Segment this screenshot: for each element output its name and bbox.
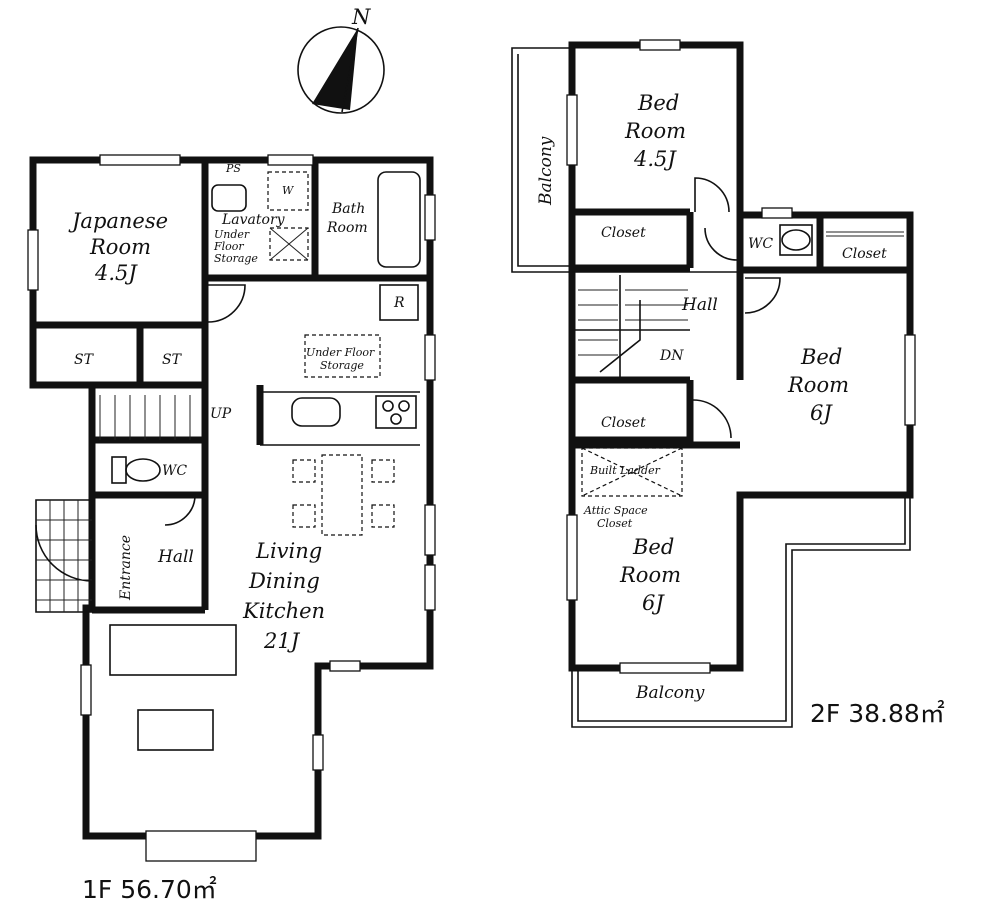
under-floor-label-2: Floor — [213, 240, 244, 253]
bathtub — [377, 171, 421, 268]
coffee-table — [137, 709, 214, 751]
underfloor-storage-hatch — [304, 334, 381, 378]
hall-label-1f: Hall — [157, 547, 194, 567]
washer-space — [267, 171, 309, 211]
closet-c-label: Closet — [601, 415, 646, 431]
refrigerator — [379, 284, 419, 321]
refrigerator-label: R — [393, 295, 405, 311]
washbasin — [211, 184, 247, 212]
attic-label-1: Attic Space — [583, 504, 648, 517]
balcony-top-rail — [511, 47, 572, 273]
built-ladder-label: Built Ladder — [589, 464, 661, 477]
stove-icon — [375, 395, 417, 429]
floor1-outer-wall — [29, 156, 434, 840]
bath-room-label-2: Room — [326, 220, 368, 236]
wc-label-1f: WC — [162, 463, 187, 479]
bed3-label-2: Room — [619, 563, 681, 587]
sink — [291, 397, 341, 427]
underfloor-storage-label-1: Under Floor — [306, 346, 375, 359]
entrance-porch — [35, 499, 93, 613]
under-floor-label-3: Storage — [214, 252, 258, 265]
toilet-2f-icon — [781, 229, 811, 251]
attic-label-2: Closet — [597, 517, 633, 530]
ldk-label-3: Kitchen — [242, 599, 325, 623]
st-right-label: ST — [162, 352, 183, 368]
compass-needle-icon — [312, 28, 358, 110]
built-ladder-area — [581, 447, 683, 497]
japanese-room-label-2: Room — [89, 235, 151, 259]
ldk-label-1: Living — [255, 539, 322, 563]
ldk-label-2: Dining — [248, 569, 320, 593]
japanese-room-size: 4.5J — [94, 261, 138, 285]
bed2-label-1: Bed — [800, 345, 842, 369]
underfloor-storage-label-2: Storage — [320, 359, 364, 372]
wc-label-2f: WC — [748, 236, 773, 252]
japanese-room-label-1: Japanese — [68, 209, 168, 233]
entrance-label: Entrance — [118, 535, 134, 601]
w-label: W — [282, 184, 295, 197]
compass-north-label: N — [351, 5, 371, 29]
bed3-label-1: Bed — [632, 535, 674, 559]
ldk-size: 21J — [263, 629, 301, 653]
dining-table — [321, 454, 363, 536]
bed2-label-2: Room — [787, 373, 849, 397]
under-floor-label-1: Under — [214, 228, 250, 241]
floor-2: Bed Room 4.5J Balcony Closet WC Closet H… — [511, 39, 945, 728]
lavatory-label: Lavatory — [221, 212, 286, 228]
closet-a-label: Closet — [601, 225, 646, 241]
hall-label-2f: Hall — [681, 295, 718, 315]
bed3-size: 6J — [642, 591, 665, 615]
balcony-bottom-label: Balcony — [635, 683, 705, 703]
floor1-area-label: 1F 56.70㎡ — [82, 875, 217, 904]
toilet-icon — [125, 458, 161, 482]
bed1-size: 4.5J — [633, 147, 677, 171]
bed1-label-1: Bed — [637, 91, 679, 115]
balcony-top-label: Balcony — [536, 136, 556, 206]
bed2-size: 6J — [810, 401, 833, 425]
floor-1: Japanese Room 4.5J ST ST Lavatory Under … — [27, 154, 436, 904]
bath-room-label-1: Bath — [331, 201, 365, 217]
closet-b-label: Closet — [842, 246, 887, 262]
floor2-area-label: 2F 38.88㎡ — [810, 699, 945, 728]
stairs-up-label: UP — [210, 406, 232, 422]
compass: N — [297, 5, 385, 114]
stairs-down-label: DN — [659, 348, 684, 364]
sofa — [109, 624, 237, 676]
st-left-label: ST — [74, 352, 95, 368]
compass-ring — [297, 26, 385, 114]
ps-label: PS — [225, 162, 241, 175]
bed1-label-2: Room — [624, 119, 686, 143]
